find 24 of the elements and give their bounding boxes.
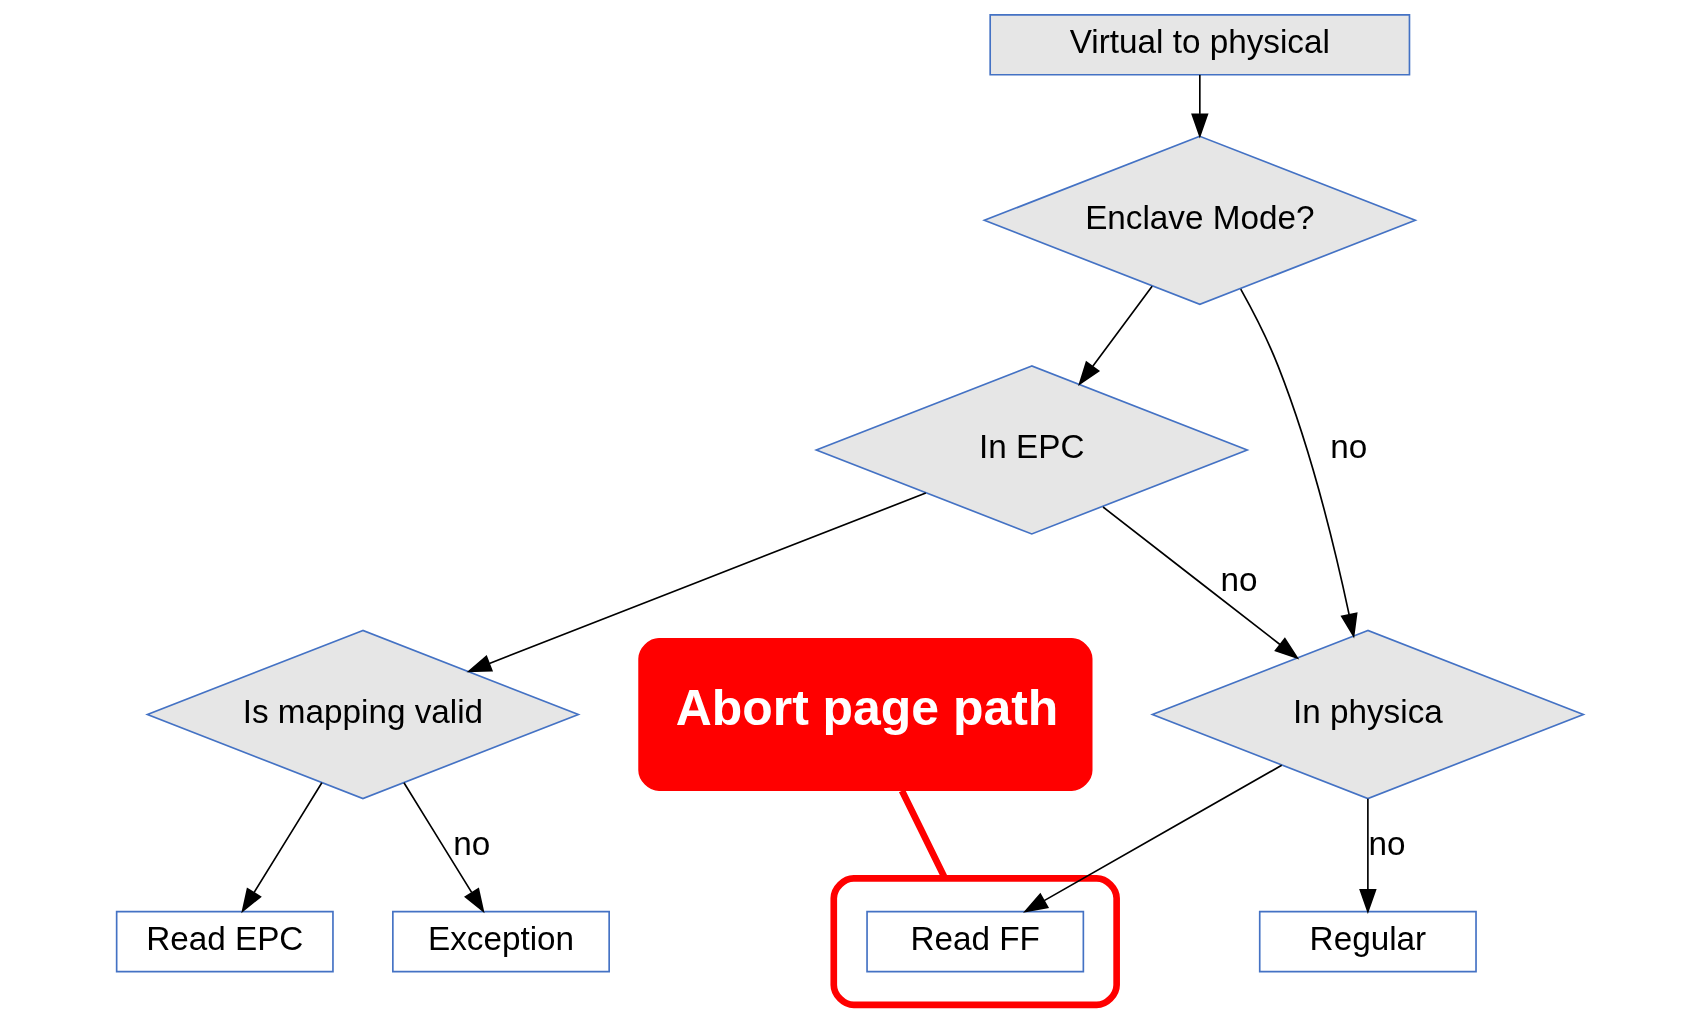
node-box: Exception: [392, 910, 610, 973]
edge-label: no: [1220, 560, 1258, 598]
arrow: [466, 492, 927, 673]
edge-label: no: [1330, 428, 1368, 466]
edge-label: no: [453, 825, 491, 863]
node-box: Abort page path: [638, 637, 1093, 792]
edge-label: no: [1368, 825, 1406, 863]
node-box: Read FF: [866, 910, 1085, 973]
arrow: [1359, 798, 1377, 915]
arrow: [1023, 764, 1283, 913]
node-diamond: Enclave Mode?: [982, 135, 1418, 306]
arrow: [1239, 288, 1358, 639]
arrow: [403, 781, 485, 914]
node-box: Virtual to physical: [989, 14, 1411, 76]
arrow: [1078, 285, 1153, 386]
arrow: [1102, 506, 1300, 660]
cluster: [830, 875, 1120, 1009]
node-diamond: In physica: [1150, 629, 1586, 800]
arrow: [241, 781, 323, 914]
node-box: Read EPC: [115, 910, 334, 973]
node-diamond: In EPC: [814, 365, 1250, 535]
node-diamond: Is mapping valid: [145, 629, 581, 800]
arrow: [1191, 74, 1209, 139]
node-box: Regular: [1258, 910, 1477, 973]
